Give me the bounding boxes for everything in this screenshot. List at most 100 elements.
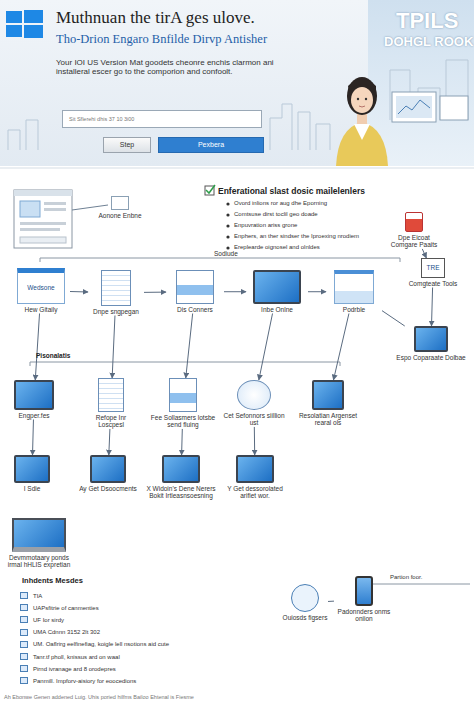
legend-text: Tanr.tf pholl, knissus ard on waal (33, 654, 120, 660)
diagram-node: Ouiosds figsers (282, 584, 328, 621)
diagram-node: Fee Sollasmers lotsbe send fluing (150, 378, 216, 429)
node-caption: Hew Gitaily (12, 306, 70, 313)
node-icon (334, 270, 374, 304)
diagram-node: Cet Sefonnors siillion ust (222, 380, 286, 427)
bracket-lines (30, 258, 470, 584)
button-box: Pexbera (158, 137, 264, 153)
node-icon (162, 455, 200, 483)
diagram-node: Dnpe sngpegan (88, 270, 144, 315)
legend-icon (20, 653, 28, 660)
node-caption: Dpe Eicoat Comgare Paaits (384, 234, 444, 249)
legend-icon (20, 592, 28, 599)
node-caption: Fee Sollasmers lotsbe send fluing (150, 414, 216, 429)
diagram-node: I Sdie (6, 455, 58, 492)
connector-arrow (186, 313, 193, 378)
node-caption: Dis Conners (166, 306, 224, 313)
text-label: Enferational slast dosic mailelenlers (218, 186, 450, 196)
legend-text: UAPsfitrie of canmenties (33, 605, 99, 611)
connector-arrow (224, 291, 246, 292)
node-caption: Y Get dessorolated arifiet wor. (222, 485, 288, 500)
diagram-node: Refope Inr Loscpesl (84, 378, 138, 429)
legend-icon (20, 677, 28, 684)
node-caption: Devmmotaary ponds irmal hHLIS expretian (4, 554, 74, 569)
legend-entry: UF Ior sirdy (20, 616, 275, 623)
legend-icon (20, 604, 28, 611)
button-text: Pexbera (198, 141, 224, 149)
node-caption: Engper.fes (8, 412, 60, 419)
node-icon (405, 212, 423, 232)
node-caption: Comgteate Tools (398, 280, 468, 287)
legend-entry: UMA Cdnnn 3152 2lt 302 (20, 629, 275, 636)
node-icon: Wedsone (17, 268, 65, 304)
node-icon (176, 270, 214, 304)
icon-text: TRE (427, 264, 440, 271)
bullet-dots (226, 202, 229, 249)
diagram-node: TRE Comgteate Tools (398, 258, 468, 287)
diagram-node: X Widoin's Dene Nerers Bokit Irtleasnsoe… (146, 455, 216, 500)
text-label: Enphers, an ther sindser the Iproexing n… (234, 233, 379, 240)
connector-arrow (308, 291, 326, 292)
legend-entry: Panmill. Impforv-aisiory for eoocedions (20, 677, 275, 684)
node-icon (355, 576, 373, 606)
connector-arrow (422, 249, 426, 258)
button-text: Sit Sflerehi dhis 37 10 3i00 (69, 116, 134, 122)
node-icon (101, 270, 131, 306)
diagram-node: Engper.fes (8, 380, 60, 419)
node-icon (169, 378, 197, 412)
screenshot-window (14, 190, 108, 248)
person-illustration (336, 77, 388, 166)
button-text: Step (120, 141, 134, 149)
node-caption: Refope Inr Loscpesl (84, 414, 138, 429)
text-label: Comtsuse dirst toclil geo doade (234, 211, 379, 218)
connector-arrow (328, 601, 334, 602)
diagram-node: Devmmotaary ponds irmal hHLIS expretian (4, 518, 74, 569)
connector-arrow (333, 313, 348, 380)
node-icon (14, 455, 50, 483)
legend-entry: UAPsfitrie of canmenties (20, 604, 275, 611)
node-caption: I Sdie (6, 485, 58, 492)
legend-icon (20, 665, 28, 672)
legend-icon (20, 629, 28, 636)
node-icon (14, 380, 54, 410)
text-label: Your IOI US Version Mat goodets cheonre … (56, 58, 306, 77)
connector-arrow (432, 287, 433, 326)
connector-arrow (112, 315, 115, 378)
diagram-node: Inbe Onlne (246, 270, 308, 313)
node-icon (253, 270, 301, 304)
connector-arrow (254, 427, 255, 455)
node-icon (291, 584, 319, 612)
text-label: TPILS (396, 8, 474, 34)
text-label: Inhdents Mesdes (22, 577, 172, 586)
node-caption: Inbe Onlne (246, 306, 308, 313)
text-label: Tho-Drion Engaro Bnfilde Dirvp Antisher (56, 32, 346, 47)
node-caption: Resolatian Argenset rearal ols (296, 412, 360, 427)
node-caption: Padonnders onms oniion (334, 608, 394, 623)
node-icon (90, 455, 126, 483)
windows-logo (6, 10, 43, 38)
node-caption: Espo Coparaate Dolbae (396, 354, 466, 361)
text-label: DOHGL ROOK (384, 34, 474, 49)
text-label: Ereplearde oignosel and olnldes (234, 244, 379, 251)
diagram-node: Dpe Eicoat Comgare Paaits (384, 212, 444, 249)
legend-icon (20, 616, 28, 623)
diagram-node: Aonone Enbne (95, 196, 145, 219)
text-label: Ovord inlions ror aug dhe Eporning (234, 200, 379, 207)
connector-arrow (109, 429, 110, 455)
legend-entry: Pirnd ivranage ard 8 orodepres (20, 665, 275, 672)
connector-arrow (144, 292, 166, 293)
diagram-node: Espo Coparaate Dolbae (396, 326, 466, 361)
node-icon (312, 380, 344, 410)
node-icon (414, 326, 448, 352)
node-icon (111, 196, 129, 210)
node-icon (237, 380, 271, 410)
legend-text: UF Ior sirdy (33, 617, 64, 623)
input-field: Sit Sflerehi dhis 37 10 3i00 (62, 110, 262, 128)
diagram-node: Dis Conners (166, 270, 224, 313)
connector-arrow (35, 313, 39, 380)
text-label: Partion foor. (390, 574, 470, 581)
node-caption: Cet Sefonnors siillion ust (222, 412, 286, 427)
diagram-node: Ay Get Dsoocments (76, 455, 140, 492)
node-caption: Aonone Enbne (95, 212, 145, 219)
